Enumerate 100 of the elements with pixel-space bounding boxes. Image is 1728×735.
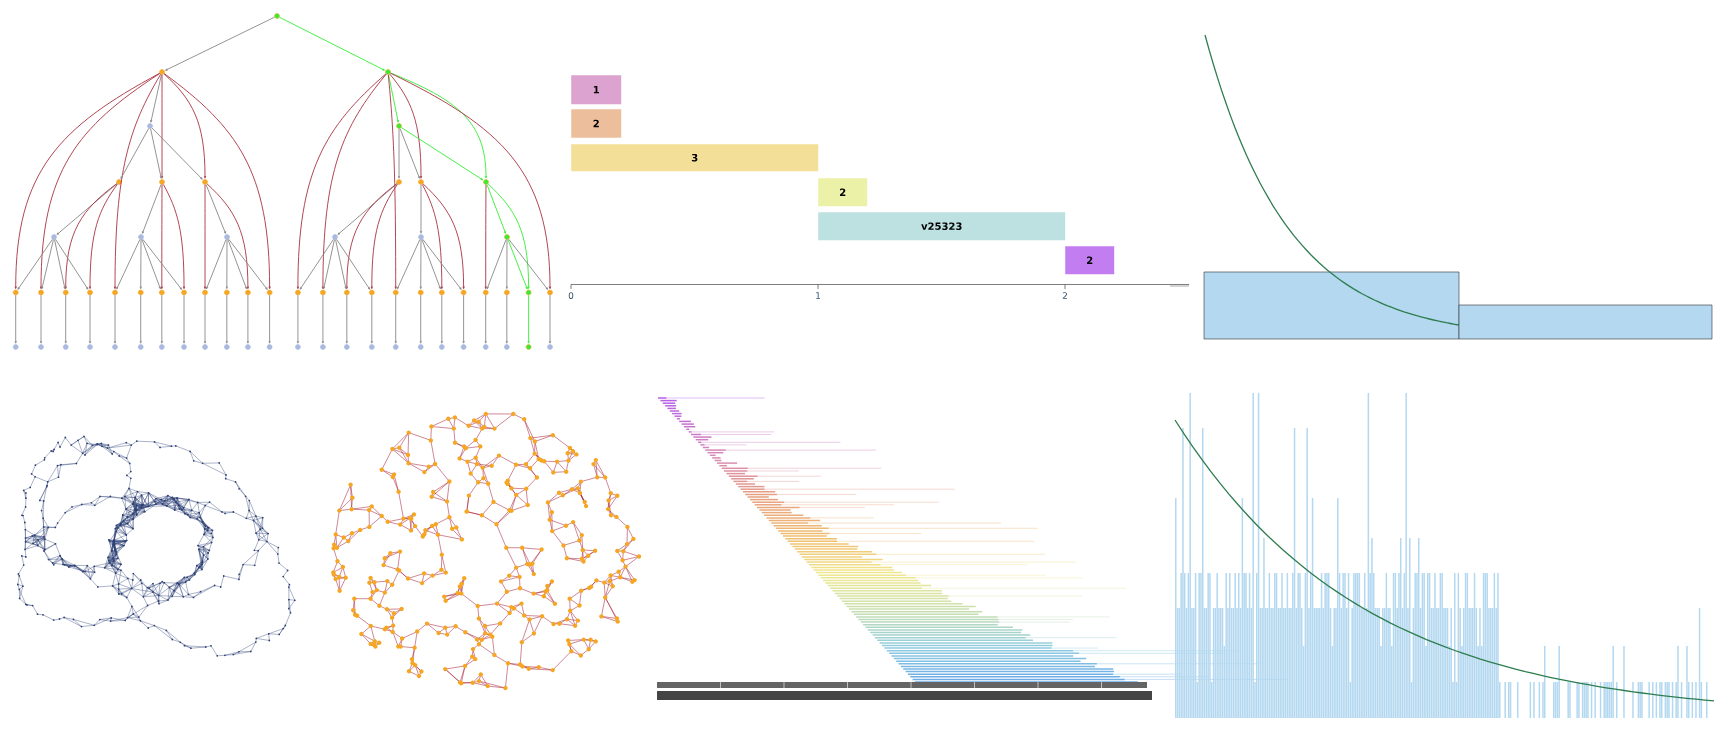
graph-node (525, 289, 532, 296)
arrow (337, 183, 398, 235)
graph-node (38, 344, 44, 350)
arrow (387, 74, 397, 290)
arrow (394, 294, 397, 344)
graph-node (295, 344, 301, 350)
graph-node (224, 344, 230, 350)
arrow (345, 294, 348, 344)
arrow (462, 294, 465, 344)
arrow (419, 184, 423, 234)
arrow (141, 239, 161, 290)
arrow (246, 294, 249, 344)
graph-node (482, 289, 489, 296)
arrow (64, 183, 118, 290)
graph-node (418, 234, 424, 240)
bar: 2 (1065, 246, 1115, 275)
graph-node (439, 289, 445, 296)
arrow (17, 238, 53, 290)
arrow (113, 73, 162, 290)
arrow (142, 184, 162, 234)
arrow (54, 239, 66, 290)
bar: v25323 (818, 212, 1066, 241)
arrow (39, 73, 161, 290)
arrow (422, 183, 465, 290)
arrow (419, 239, 422, 290)
graph-node (51, 234, 57, 240)
graph-node (38, 289, 44, 296)
arrow (120, 128, 150, 180)
arrow (296, 294, 299, 344)
arrow (321, 294, 324, 344)
graph-node (392, 344, 399, 350)
graph-node (202, 344, 208, 350)
graph-node (369, 344, 375, 350)
graph-node (482, 344, 489, 350)
arrow (150, 128, 162, 179)
arrow (321, 73, 387, 290)
arrow (486, 184, 506, 234)
arrow (206, 239, 227, 290)
arrow (225, 294, 228, 344)
graph-node (369, 289, 375, 296)
graph-node (274, 13, 280, 19)
arrow (160, 184, 163, 290)
arrow (55, 238, 89, 290)
arrow (139, 294, 142, 344)
arrow (505, 239, 508, 290)
arrow (484, 294, 487, 344)
graph-node (547, 344, 553, 350)
arrow (268, 294, 271, 344)
graph-node (504, 289, 510, 296)
arrow (421, 239, 441, 290)
graph-node (396, 123, 402, 129)
graph-node (295, 289, 301, 296)
graph-node (344, 344, 350, 350)
graph-node (417, 344, 424, 350)
arrow (336, 238, 371, 290)
arrow (370, 294, 373, 344)
graph-node (245, 344, 251, 350)
graph-node (483, 179, 489, 185)
graph-node (224, 289, 230, 296)
arrow (163, 73, 271, 290)
arrow (182, 294, 186, 344)
arrow (400, 127, 484, 181)
graph-node (202, 179, 208, 185)
graph-node (202, 289, 208, 296)
graph-node (137, 289, 144, 296)
bar: 3 (571, 144, 819, 172)
arrow (163, 73, 207, 179)
graph-node (159, 289, 165, 296)
arrow (41, 239, 54, 290)
arrow (548, 294, 552, 344)
arrow (165, 16, 275, 71)
arrow (203, 294, 207, 344)
arrow (88, 294, 92, 344)
graph-node (392, 289, 399, 296)
bar: 1 (571, 75, 622, 105)
arrow (388, 74, 399, 123)
graph-node (181, 289, 187, 296)
arrow (419, 294, 422, 344)
bar: 2 (818, 178, 868, 207)
graph-node (266, 289, 273, 296)
graph-node (181, 344, 187, 350)
arrow (370, 183, 398, 290)
arrow (440, 294, 443, 344)
arrow (279, 16, 385, 71)
graph-node (332, 234, 338, 240)
arrow (205, 184, 226, 234)
graph-node (385, 69, 391, 75)
arrow (150, 74, 162, 123)
arrow (225, 239, 228, 290)
tick-label: 1 (816, 292, 821, 299)
graph-node (159, 344, 165, 350)
arrow (323, 239, 335, 290)
graph-node (116, 179, 122, 185)
tick-label: 0 (568, 292, 574, 299)
arrow (505, 294, 508, 344)
graph-node (460, 344, 467, 350)
arrow (14, 72, 160, 290)
arrow (487, 183, 530, 290)
arrow (162, 184, 186, 290)
arrow (142, 238, 183, 290)
